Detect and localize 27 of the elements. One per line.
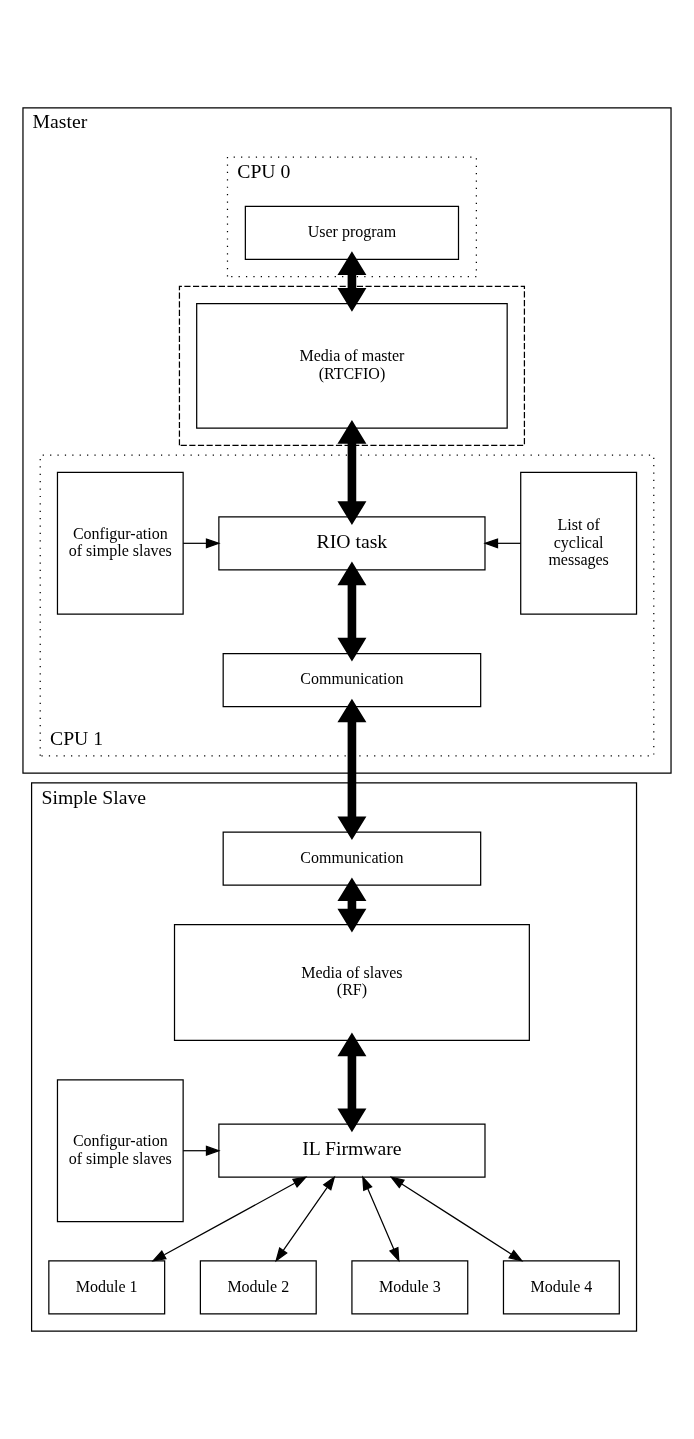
node-box: Module 2 — [199, 1260, 317, 1315]
node-box: Communication — [222, 831, 482, 886]
node-box: RIO task — [218, 516, 486, 571]
node-box: Module 3 — [351, 1260, 469, 1315]
arrow — [362, 1175, 400, 1263]
node-box: Module 1 — [48, 1260, 166, 1315]
node-box: Communication — [222, 652, 482, 708]
node-box: IL Firmware — [218, 1123, 486, 1178]
arrow — [151, 1176, 308, 1262]
arrow — [337, 561, 367, 662]
arrow — [337, 877, 367, 933]
arrow — [275, 1175, 336, 1263]
arrow — [337, 251, 367, 312]
arrow — [182, 538, 221, 549]
arrow — [337, 420, 367, 525]
node-box: User program — [244, 205, 460, 260]
node-box: Configur-ation of simple slaves — [56, 471, 184, 615]
arrow — [182, 1145, 221, 1156]
node-box: Media of master (RTCFIO) — [196, 303, 508, 429]
node-box: Module 4 — [502, 1260, 620, 1315]
node-box: List of cyclical messages — [520, 471, 638, 615]
arrow — [389, 1176, 524, 1262]
arrow — [337, 1032, 367, 1133]
arrow — [337, 698, 367, 841]
arrow — [483, 538, 522, 549]
node-box: Configur-ation of simple slaves — [56, 1079, 184, 1223]
node-box: Media of slaves (RF) — [173, 924, 530, 1042]
